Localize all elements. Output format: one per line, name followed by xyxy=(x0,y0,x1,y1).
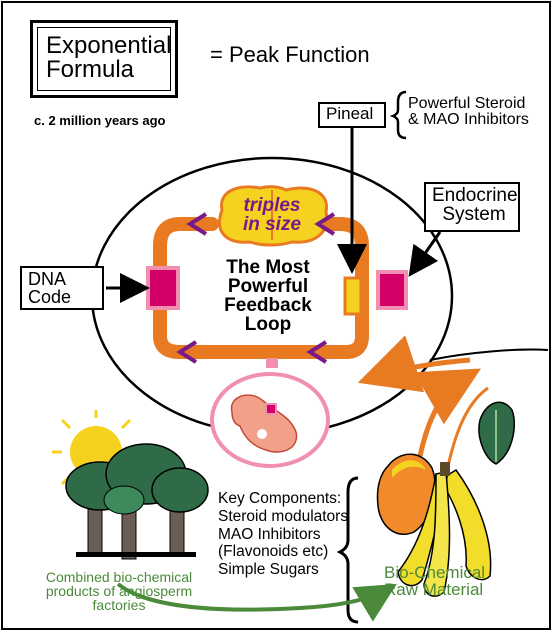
loop-chevron xyxy=(186,212,208,236)
raw-input-arrow xyxy=(414,368,482,457)
raw-input-arrow xyxy=(357,335,471,393)
dna-box xyxy=(20,266,104,310)
title-box-inner xyxy=(37,27,171,91)
mango-icon xyxy=(376,453,436,535)
peak-function-label: = Peak Function xyxy=(210,42,370,67)
leaf-icon xyxy=(478,401,515,465)
feedback-loop xyxy=(153,217,369,359)
title-box xyxy=(30,20,178,98)
date-label: c. 2 million years ago xyxy=(34,113,166,128)
pineal-note: Powerful Steroid & MAO Inhibitors xyxy=(408,95,529,128)
loop-label: The Most Powerful Feedback Loop xyxy=(224,257,312,335)
endocrine-node xyxy=(376,270,408,310)
dna-label: DNA Code xyxy=(28,269,72,307)
side-curve xyxy=(429,348,549,361)
pineal-box xyxy=(318,102,386,128)
brain-label: triples in size xyxy=(242,195,302,235)
formula-title: Exponential Formula xyxy=(46,32,172,83)
endocrine-box xyxy=(424,182,520,232)
brain-shape xyxy=(218,185,329,247)
endocrine-label: Endocrine System xyxy=(432,185,518,225)
banana-icon xyxy=(397,462,492,597)
pineal-node xyxy=(343,276,363,316)
components-label: Key Components: Steroid modulators MAO I… xyxy=(218,490,349,579)
loop-chevron xyxy=(306,340,328,364)
dna-node xyxy=(146,266,180,310)
embryo-node xyxy=(265,403,277,415)
endocrine-arrow xyxy=(408,231,442,277)
embryo-figure xyxy=(230,394,298,453)
angiosperm-trees xyxy=(52,410,209,560)
loop-chevron xyxy=(314,212,336,236)
raw-material-label: Bio-Chemical Raw Material xyxy=(384,563,486,599)
embryo-detail xyxy=(257,429,267,439)
products-arrow xyxy=(116,582,397,622)
components-bracket xyxy=(336,476,359,624)
pineal-label: Pineal xyxy=(326,104,374,123)
loop-chevron xyxy=(176,340,198,364)
pineal-bracket xyxy=(389,90,407,140)
outer-border xyxy=(1,1,551,630)
products-label: Combined bio-chemical products of angios… xyxy=(45,569,193,613)
loop-connector xyxy=(266,358,278,368)
